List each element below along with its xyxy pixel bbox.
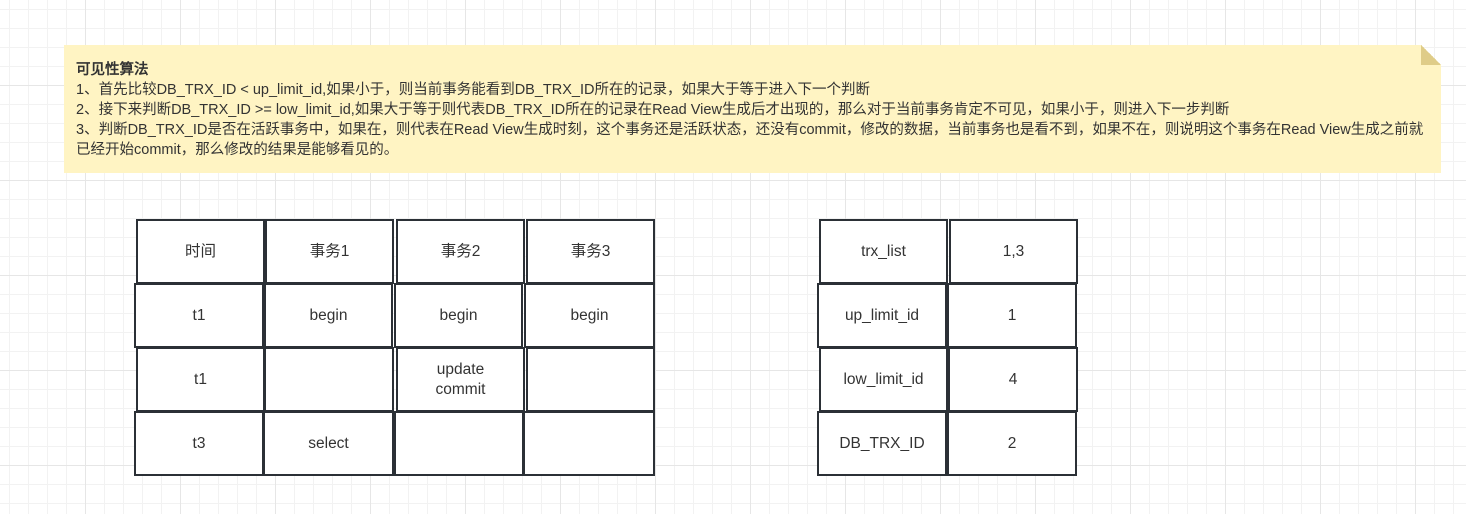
table-cell[interactable] — [394, 411, 524, 476]
read-view-label-cell[interactable]: low_limit_id — [819, 347, 948, 412]
note-line-1: 1、首先比较DB_TRX_ID < up_limit_id,如果小于，则当前事务… — [76, 82, 870, 98]
read-view-value-cell[interactable]: 1 — [947, 283, 1077, 348]
header-cell-trx1[interactable]: 事务1 — [265, 219, 394, 284]
read-view-label-cell[interactable]: DB_TRX_ID — [817, 411, 947, 476]
table-cell[interactable]: update commit — [396, 347, 525, 412]
read-view-value-cell[interactable]: 2 — [947, 411, 1077, 476]
table-cell[interactable]: t3 — [134, 411, 264, 476]
note-line-2: 2、接下来判断DB_TRX_ID >= low_limit_id,如果大于等于则… — [76, 102, 1230, 118]
read-view-value-cell[interactable]: 1,3 — [949, 219, 1078, 284]
table-cell[interactable] — [523, 411, 655, 476]
table-cell[interactable]: begin — [264, 283, 393, 348]
read-view-label-cell[interactable]: trx_list — [819, 219, 948, 284]
read-view-value-cell[interactable]: 4 — [948, 347, 1078, 412]
table-cell[interactable]: begin — [394, 283, 523, 348]
note-title: 可见性算法 — [76, 62, 149, 78]
visibility-algorithm-note[interactable] — [64, 45, 1441, 173]
note-folded-corner — [1421, 45, 1441, 65]
table-cell[interactable]: begin — [524, 283, 655, 348]
note-line-3: 3、判断DB_TRX_ID是否在活跃事务中，如果在，则代表在Read View生… — [76, 122, 1424, 158]
note-text: 可见性算法 1、首先比较DB_TRX_ID < up_limit_id,如果小于… — [76, 60, 1426, 160]
table-cell[interactable]: select — [263, 411, 394, 476]
header-cell-trx3[interactable]: 事务3 — [526, 219, 655, 284]
header-cell-trx2[interactable]: 事务2 — [396, 219, 525, 284]
table-cell[interactable]: t1 — [134, 283, 264, 348]
table-cell[interactable] — [264, 347, 394, 412]
read-view-label-cell[interactable]: up_limit_id — [817, 283, 947, 348]
table-cell[interactable] — [526, 347, 655, 412]
header-cell-time[interactable]: 时间 — [136, 219, 265, 284]
table-cell[interactable]: t1 — [136, 347, 265, 412]
